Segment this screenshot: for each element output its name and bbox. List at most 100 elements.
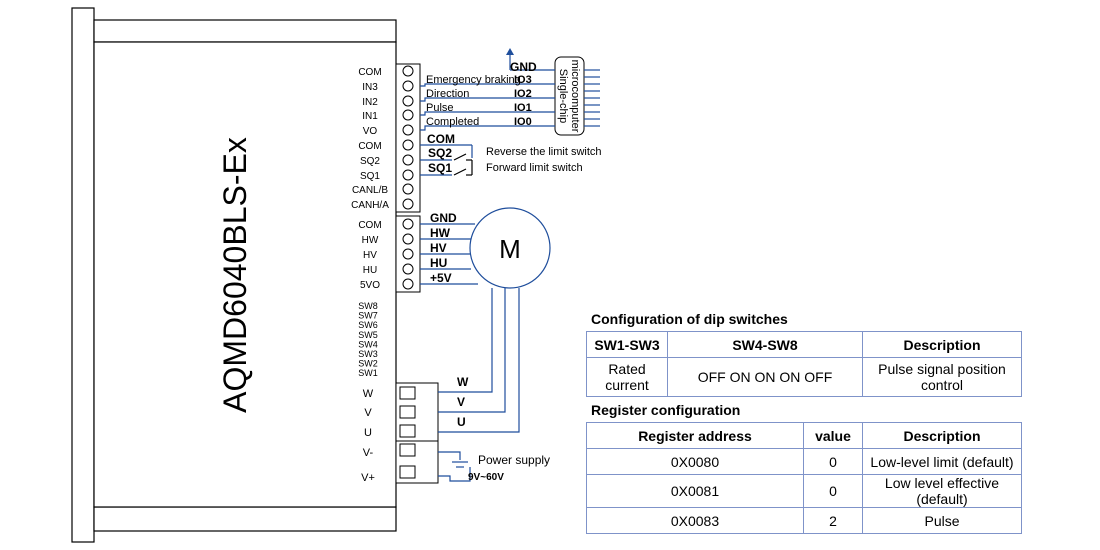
- dip-switch-label: SW6: [358, 320, 378, 330]
- hall-label: HV: [430, 241, 447, 255]
- signal-desc: Emergency braking: [426, 74, 521, 86]
- hall-label: HU: [430, 256, 447, 270]
- motor-icon: [469, 207, 551, 289]
- pin-label: 5VO: [360, 280, 380, 291]
- terminal-screw-icon: [402, 263, 414, 275]
- terminal-screw-icon: [402, 248, 414, 260]
- register-value: 0: [803, 448, 863, 475]
- signal-desc: Completed: [426, 116, 479, 128]
- dip-switch-label: SW8: [358, 301, 378, 311]
- mcu-label-line2: microcomputer: [569, 60, 581, 133]
- phase-label: V: [457, 395, 465, 409]
- terminal-screw-icon: [402, 218, 414, 230]
- header-value: value: [803, 422, 863, 449]
- signal-pin: IO1: [514, 102, 532, 114]
- signal-pin: IO2: [514, 88, 532, 100]
- hall-label: +5V: [430, 271, 452, 285]
- dip-switch-label: SW4: [358, 339, 378, 349]
- terminal-screw-icon: [402, 139, 414, 151]
- pin-label: SQ1: [360, 171, 380, 182]
- signal-desc: Pulse: [426, 102, 454, 114]
- register-description: Low level effective (default): [862, 474, 1022, 508]
- pin-label: IN3: [362, 82, 378, 93]
- model-name: AQMD6040BLS-Ex: [217, 137, 253, 413]
- dip-switch-label: SW5: [358, 330, 378, 340]
- terminal-square-icon: [399, 405, 416, 419]
- battery-icon: [438, 451, 471, 482]
- mcu-box: [554, 56, 585, 136]
- terminal-screw-icon: [402, 198, 414, 210]
- pin-label: COM: [358, 67, 381, 78]
- terminal-screw-icon: [402, 154, 414, 166]
- terminal-screw-icon: [402, 278, 414, 290]
- register-description: Low-level limit (default): [862, 448, 1022, 475]
- sq1-label: SQ1: [428, 161, 452, 175]
- signal-pin: IO3: [514, 74, 532, 86]
- dip-switch-label: SW7: [358, 311, 378, 321]
- power-pin-label: V+: [361, 472, 375, 484]
- terminal-screw-icon: [402, 233, 414, 245]
- register-address: 0X0081: [586, 474, 804, 508]
- terminal-screw-icon: [402, 124, 414, 136]
- reverse-limit-label: Reverse the limit switch: [486, 146, 602, 158]
- terminal-square-icon: [399, 443, 416, 457]
- hall-label: HW: [430, 226, 451, 240]
- sq2-label: SQ2: [428, 146, 452, 160]
- limit-switch-icon: [453, 153, 473, 176]
- pin-label: VO: [363, 126, 378, 137]
- register-address: 0X0080: [586, 448, 804, 475]
- register-value: 2: [803, 507, 863, 534]
- terminal-screw-icon: [402, 109, 414, 121]
- register-description: Pulse: [862, 507, 1022, 534]
- header-register-description: Description: [862, 422, 1022, 449]
- voltage-label: 9V~60V: [468, 472, 504, 483]
- header-sw4-sw8: SW4-SW8: [667, 331, 863, 358]
- cell-switch-states: OFF ON ON ON OFF: [667, 357, 863, 397]
- terminal-screw-icon: [402, 169, 414, 181]
- signal-desc: Direction: [426, 88, 469, 100]
- terminal-screw-icon: [402, 65, 414, 77]
- pin-label: IN2: [362, 97, 378, 108]
- hall-label: GND: [430, 211, 457, 225]
- pin-label: HU: [363, 265, 377, 276]
- motor-label: M: [499, 234, 521, 264]
- pin-label: COM: [358, 220, 381, 231]
- register-value: 0: [803, 474, 863, 508]
- power-pin-label: U: [364, 427, 372, 439]
- power-pin-label: V: [364, 407, 372, 419]
- power-pin-label: V-: [363, 447, 374, 459]
- mcu-label-line1: Single-chip: [557, 69, 569, 123]
- housing-bottom-flange: [93, 506, 397, 532]
- signal-pin: IO0: [514, 116, 532, 128]
- header-sw1-sw3: SW1-SW3: [586, 331, 668, 358]
- phase-label: U: [457, 415, 466, 429]
- phase-label: W: [457, 375, 469, 389]
- dip-switch-label: SW2: [358, 359, 378, 369]
- config-table: Configuration of dip switches SW1-SW3 SW…: [586, 305, 1022, 534]
- pin-label: HV: [363, 250, 377, 261]
- terminal-square-icon: [399, 386, 416, 400]
- header-register-address: Register address: [586, 422, 804, 449]
- table-row: 0X0080 0 Low-level limit (default): [586, 448, 1022, 475]
- register-address: 0X0083: [586, 507, 804, 534]
- terminal-screw-icon: [402, 183, 414, 195]
- forward-limit-label: Forward limit switch: [486, 162, 583, 174]
- pin-label: SQ2: [360, 156, 380, 167]
- table-row: 0X0083 2 Pulse: [586, 507, 1022, 534]
- terminal-square-icon: [399, 465, 416, 479]
- pin-label: IN1: [362, 111, 378, 122]
- terminal-square-icon: [399, 424, 416, 438]
- pin-label: CANL/B: [352, 185, 388, 196]
- terminal-screw-icon: [402, 80, 414, 92]
- power-supply-label: Power supply: [478, 453, 550, 467]
- gnd-label: GND: [510, 60, 537, 74]
- dip-switch-label: SW3: [358, 349, 378, 359]
- register-config-title: Register configuration: [586, 396, 1022, 423]
- pin-label: CANH/A: [351, 200, 389, 211]
- terminal-screw-icon: [402, 95, 414, 107]
- com-label: COM: [427, 132, 455, 146]
- housing-top-flange: [93, 19, 397, 43]
- gnd-arrow-icon: [506, 48, 514, 55]
- header-description: Description: [862, 331, 1022, 358]
